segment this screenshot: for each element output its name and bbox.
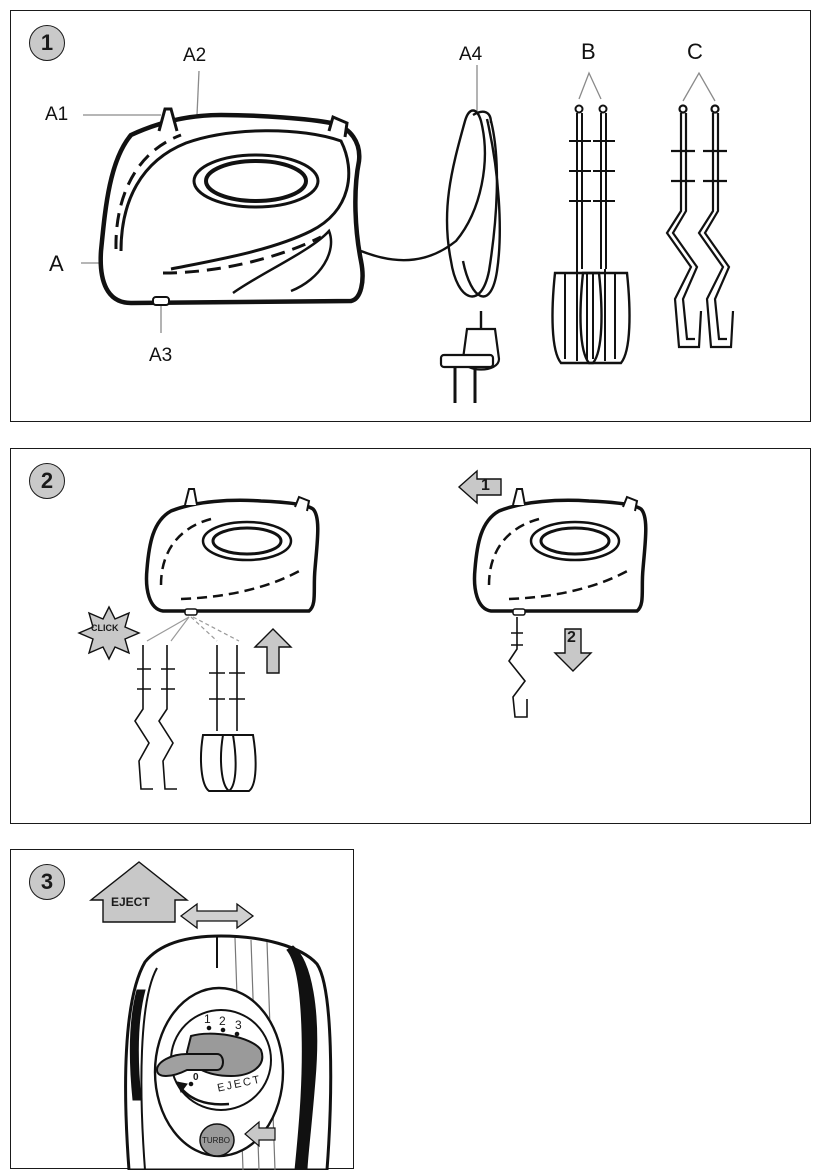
figure-panel-3: 3 EJECT 1 2 3 0 EJ [10, 849, 354, 1170]
speed-2: 2 [219, 1014, 226, 1028]
single-hook [508, 617, 528, 718]
insert-arrow-icon [253, 628, 293, 674]
figure-panel-2: 2 [10, 448, 811, 824]
hand-mixer-left [144, 488, 320, 616]
eject-arrow-label: EJECT [111, 895, 150, 909]
label-b: B [581, 39, 596, 64]
whisks-small [200, 645, 257, 792]
mixer-handle [124, 934, 333, 1170]
push-left-arrow-icon [457, 469, 502, 505]
click-label: CLICK [91, 623, 119, 633]
dough-hooks-small [134, 645, 177, 790]
insert-eject-illustration [77, 469, 648, 792]
arrow-label-2: 2 [567, 629, 576, 646]
step-badge-2: 2 [29, 463, 65, 499]
dough-hooks [665, 104, 735, 349]
speed-1: 1 [204, 1012, 211, 1026]
parts-illustration [81, 65, 735, 403]
pull-down-arrow-icon [553, 628, 593, 672]
label-a4: A4 [459, 44, 483, 65]
label-a3: A3 [149, 345, 173, 366]
power-cord [360, 109, 501, 329]
eject-arrow-icon [88, 861, 190, 923]
figure-panel-1: 1 [10, 10, 811, 422]
click-burst [77, 605, 141, 661]
label-c: C [687, 39, 703, 64]
speed-zero: 0 [193, 1072, 199, 1083]
speed-control-illustration [88, 861, 333, 1170]
turbo-arrow-icon [244, 1120, 276, 1148]
speed-3: 3 [235, 1018, 242, 1032]
whisk-beaters [551, 104, 631, 365]
step-badge-3: 3 [29, 864, 65, 900]
step-badge-1: 1 [29, 25, 65, 61]
arrow-label-1: 1 [481, 477, 490, 494]
slide-arrows-icon [179, 902, 255, 930]
hand-mixer-body [98, 107, 365, 306]
label-a2: A2 [183, 45, 207, 66]
hand-mixer-right [472, 488, 648, 616]
plug [439, 327, 501, 403]
turbo-button[interactable]: TURBO [202, 1136, 230, 1145]
label-a: A [49, 251, 64, 276]
label-a1: A1 [45, 104, 69, 125]
